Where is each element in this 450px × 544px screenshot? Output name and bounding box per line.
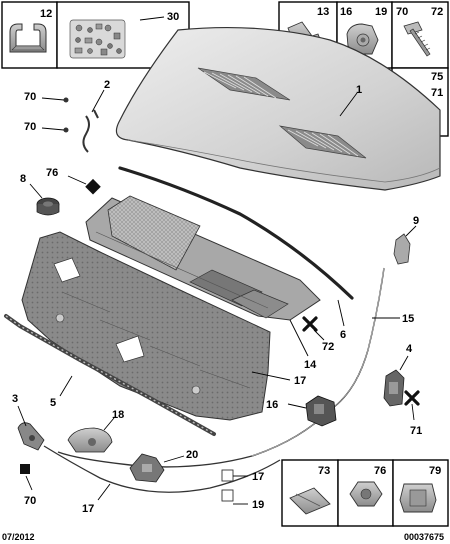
lock-4-part bbox=[383, 369, 405, 407]
callout-2: 2 bbox=[104, 79, 110, 91]
clip-70-lower-icon bbox=[63, 127, 69, 133]
clip-71-icon bbox=[20, 464, 30, 474]
callout-16: 17 bbox=[252, 471, 264, 483]
callout-1: 1 bbox=[356, 84, 362, 96]
clip-16-19-icon bbox=[346, 23, 379, 55]
scuttle-panel-part bbox=[85, 195, 321, 321]
fastener-72-icon bbox=[404, 390, 420, 406]
callout-17: 17 bbox=[294, 375, 306, 387]
callout-70-upper: 70 bbox=[24, 91, 36, 103]
clip-76-icon bbox=[85, 178, 101, 195]
lever-3-part bbox=[17, 422, 45, 451]
hood-vent-grille bbox=[197, 67, 367, 159]
callout-20: 20 bbox=[186, 449, 198, 461]
callout-15: 17 bbox=[82, 503, 94, 515]
box-16-label: 16 bbox=[340, 6, 352, 18]
bump-stop-part bbox=[36, 197, 60, 216]
callout-76: 76 bbox=[46, 167, 58, 179]
kit-box-79: 79 bbox=[392, 459, 449, 527]
callout-30: 30 bbox=[167, 11, 179, 23]
clip-79-icon bbox=[399, 483, 437, 513]
callout-6: 6 bbox=[340, 329, 346, 341]
clip-12-icon bbox=[9, 23, 47, 53]
callout-3: 3 bbox=[12, 393, 18, 405]
box-75-label: 75 bbox=[431, 71, 443, 83]
kit-box-70-72: 70 72 bbox=[391, 1, 449, 69]
callout-14: 16 bbox=[266, 399, 278, 411]
box-12-label: 12 bbox=[40, 8, 52, 20]
callout-11: 15 bbox=[402, 313, 414, 325]
callout-75: 72 bbox=[322, 341, 334, 353]
fastener-kit-icon bbox=[69, 19, 126, 59]
box-72-label: 72 bbox=[431, 6, 443, 18]
callout-72: 71 bbox=[410, 425, 422, 437]
callout-70-lower: 70 bbox=[24, 121, 36, 133]
box-13-label: 13 bbox=[317, 6, 329, 18]
box-76-label: 76 bbox=[374, 465, 386, 477]
box-73-label: 73 bbox=[318, 465, 330, 477]
box-19-label: 19 bbox=[375, 6, 387, 18]
guide-18-part bbox=[67, 427, 113, 453]
callout-5: 5 bbox=[50, 397, 56, 409]
support-rod-part bbox=[82, 109, 99, 153]
box-71-label: 71 bbox=[431, 87, 443, 99]
nut-76-icon bbox=[349, 481, 383, 507]
clip-70-upper-icon bbox=[63, 97, 69, 103]
kit-box-73: 73 bbox=[281, 459, 339, 527]
box-70-label: 70 bbox=[396, 6, 408, 18]
box-79-label: 79 bbox=[429, 465, 441, 477]
reference-code: 00037675 bbox=[404, 532, 444, 542]
callout-4: 4 bbox=[406, 343, 413, 355]
callout-71: 70 bbox=[24, 495, 36, 507]
callout-8: 8 bbox=[20, 173, 26, 185]
callout-10: 14 bbox=[304, 359, 317, 371]
seal-strip-part bbox=[118, 166, 354, 300]
bracket-14-part bbox=[305, 395, 337, 427]
callout-18: 18 bbox=[112, 409, 124, 421]
callout-9: 9 bbox=[413, 215, 419, 227]
date-code: 07/2012 bbox=[2, 532, 35, 542]
cable-15-part bbox=[43, 445, 281, 493]
ref-19-box bbox=[221, 489, 234, 502]
kit-box-76: 76 bbox=[337, 459, 394, 527]
fastener-75-icon bbox=[302, 316, 318, 332]
ref-16-box bbox=[221, 469, 234, 482]
kit-box-12: 12 bbox=[1, 1, 58, 69]
clip-73-icon bbox=[289, 487, 331, 515]
bracket-20-part bbox=[129, 453, 165, 483]
screw-icon bbox=[403, 21, 431, 57]
callout-19: 19 bbox=[252, 499, 264, 511]
insulation-pad-part bbox=[21, 231, 271, 421]
cable-guide-9-part bbox=[393, 233, 411, 265]
bonnet-part bbox=[115, 26, 441, 191]
